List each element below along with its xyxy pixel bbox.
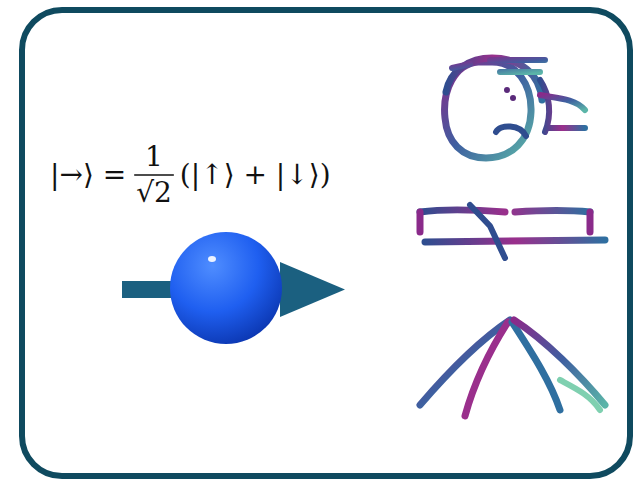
frame (22, 10, 630, 476)
superposition-label: (|↑⟩ + |↓⟩) (180, 161, 331, 189)
fraction-bar (134, 174, 174, 176)
fraction-denominator: √2 (136, 179, 172, 207)
fraction-numerator: 1 (145, 143, 163, 171)
spin-sphere (170, 232, 282, 344)
stick-figure (420, 58, 605, 416)
arrow-head (280, 262, 345, 317)
state-label: |→⟩ = (50, 161, 126, 189)
